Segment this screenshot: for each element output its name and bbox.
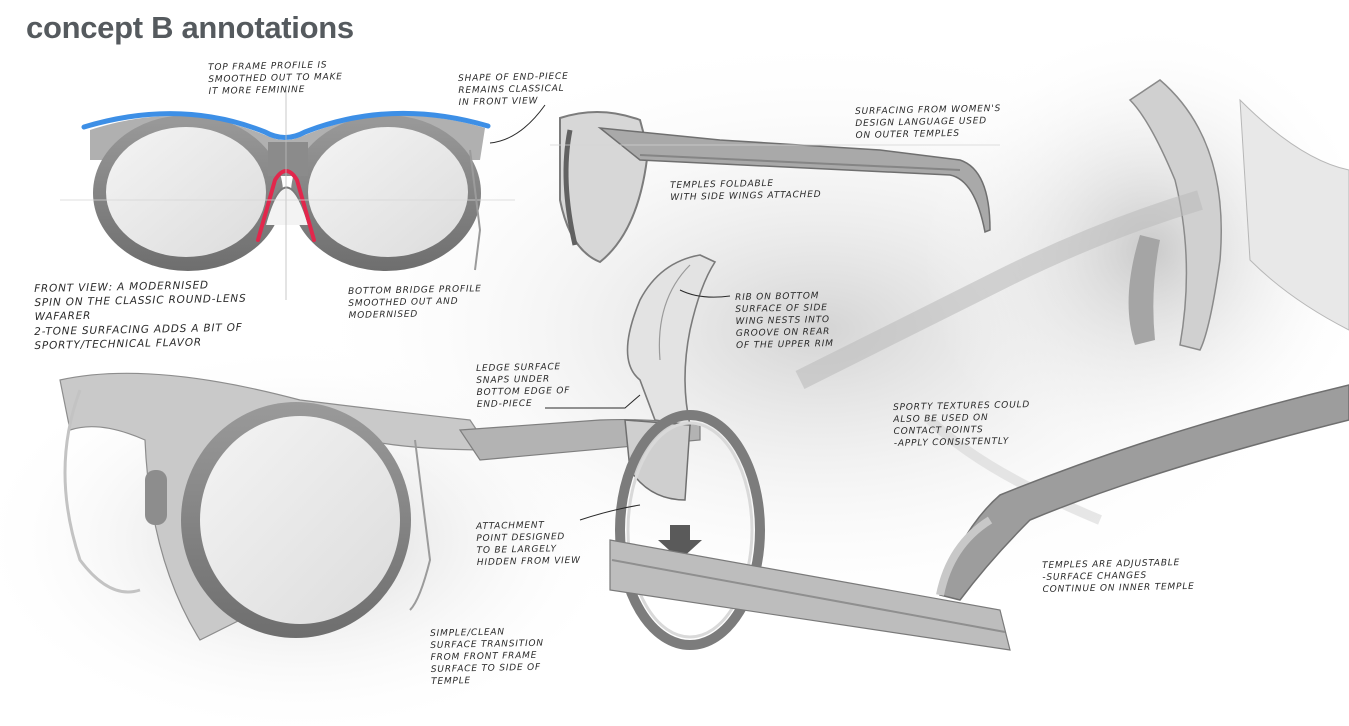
- page-title: concept B annotations: [26, 10, 354, 45]
- annotation-temples-adjustable: Temples are adjustable -surface changes …: [1042, 558, 1195, 595]
- side-wing-detail: [609, 254, 1011, 651]
- side-view-glasses: [550, 111, 1000, 264]
- annotation-front-view: Front view: a modernised spin on the cla…: [34, 279, 247, 323]
- annotation-bottom-bridge: Bottom bridge profile smoothed out and m…: [348, 284, 482, 321]
- annotation-top-frame: Top frame profile is smoothed out to mak…: [208, 60, 343, 97]
- annotation-surfacing: Surfacing from women's design language u…: [855, 103, 1002, 141]
- annotation-temples-foldable: Temples foldable with side wings attache…: [670, 178, 822, 203]
- closeup-frame-right: [795, 79, 1349, 525]
- top-frame-profile-line: [81, 110, 491, 140]
- front-view-glasses: [60, 90, 546, 300]
- annotation-sporty-textures: Sporty textures could also be used on co…: [893, 400, 1031, 449]
- annotation-attachment: Attachment point designed to be largely …: [476, 520, 581, 568]
- annotation-two-tone: 2-tone surfacing adds a bit of sporty/te…: [34, 321, 243, 352]
- annotation-rib: Rib on bottom surface of side wing nests…: [735, 291, 834, 351]
- annotation-ledge: Ledge surface snaps under bottom edge of…: [476, 362, 571, 410]
- annotation-leaders: [545, 289, 731, 521]
- annotation-end-piece: Shape of end-piece remains classical in …: [458, 71, 569, 108]
- adjustable-temple: [936, 384, 1349, 601]
- three-quarter-front-glasses: [59, 372, 701, 641]
- annotation-simple-clean: Simple/clean surface transition from fro…: [430, 627, 545, 687]
